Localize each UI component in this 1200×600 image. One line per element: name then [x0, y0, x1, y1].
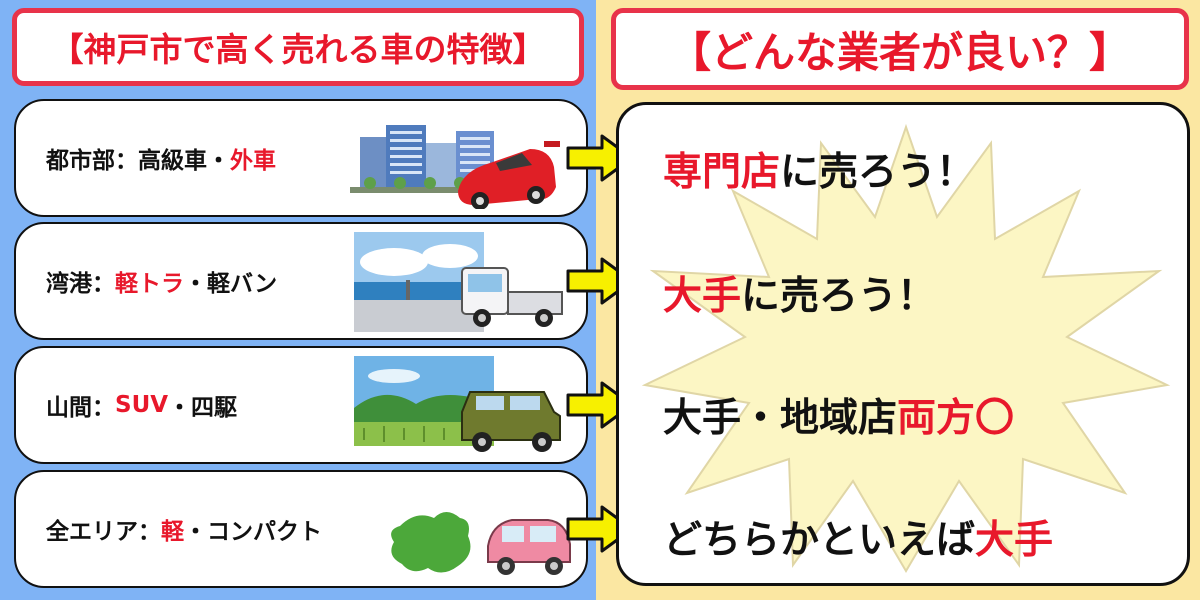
right-title: 【どんな業者が良い？】 — [611, 8, 1189, 90]
map-compact-car-illustration — [391, 512, 571, 575]
middle-dot: ・ — [207, 148, 230, 174]
feature-text: 全エリア：軽・コンパクト — [46, 472, 322, 586]
middle-dot: ・ — [168, 395, 192, 421]
separator: ： — [115, 148, 138, 174]
answer-major-dealer: 大手に売ろう！ — [663, 274, 937, 319]
feature-text: 湾港：軽トラ・軽バン — [46, 224, 277, 338]
car-type-a: 軽トラ — [115, 271, 184, 297]
feature-card-city: 都市部：高級車・外車 — [14, 99, 588, 217]
area-label: 全エリア — [46, 519, 138, 545]
left-title: 【神戸市で高く売れる車の特徴】 — [12, 8, 584, 86]
burst-background — [641, 123, 1171, 573]
feature-text: 都市部：高級車・外車 — [46, 101, 276, 215]
city-sportscar-illustration — [350, 125, 560, 209]
area-label: 山間 — [46, 395, 92, 421]
answer-both: 大手・地域店両方〇 — [663, 396, 1015, 441]
separator: ： — [92, 395, 115, 421]
middle-dot: ・ — [184, 271, 207, 297]
answer-specialty-store: 専門店に売ろう！ — [663, 150, 976, 195]
separator: ： — [138, 519, 161, 545]
mountain-suv-illustration — [354, 356, 561, 452]
area-label: 湾港 — [46, 271, 92, 297]
feature-card-mountain: 山間：SUV・四駆 — [14, 346, 588, 464]
feature-card-all-areas: 全エリア：軽・コンパクト — [14, 470, 588, 588]
car-type-a: 軽 — [161, 519, 184, 545]
car-type-a: 高級車 — [138, 148, 207, 174]
feature-card-port: 湾港：軽トラ・軽バン — [14, 222, 588, 340]
answer-rather-major: どちらかといえば大手 — [663, 518, 1054, 563]
feature-text: 山間：SUV・四駆 — [46, 348, 237, 462]
middle-dot: ・ — [184, 519, 207, 545]
car-type-b: 四駆 — [191, 395, 238, 421]
car-type-b: コンパクト — [207, 519, 322, 545]
port-kei-truck-illustration — [354, 232, 563, 332]
area-label: 都市部 — [46, 148, 115, 174]
car-type-a: SUV — [115, 392, 169, 418]
car-type-b: 軽バン — [207, 271, 278, 297]
car-type-b: 外車 — [230, 148, 276, 174]
answer-panel: 専門店に売ろう！ 大手に売ろう！ 大手・地域店両方〇 どちらかといえば大手 — [616, 102, 1190, 586]
separator: ： — [92, 271, 115, 297]
